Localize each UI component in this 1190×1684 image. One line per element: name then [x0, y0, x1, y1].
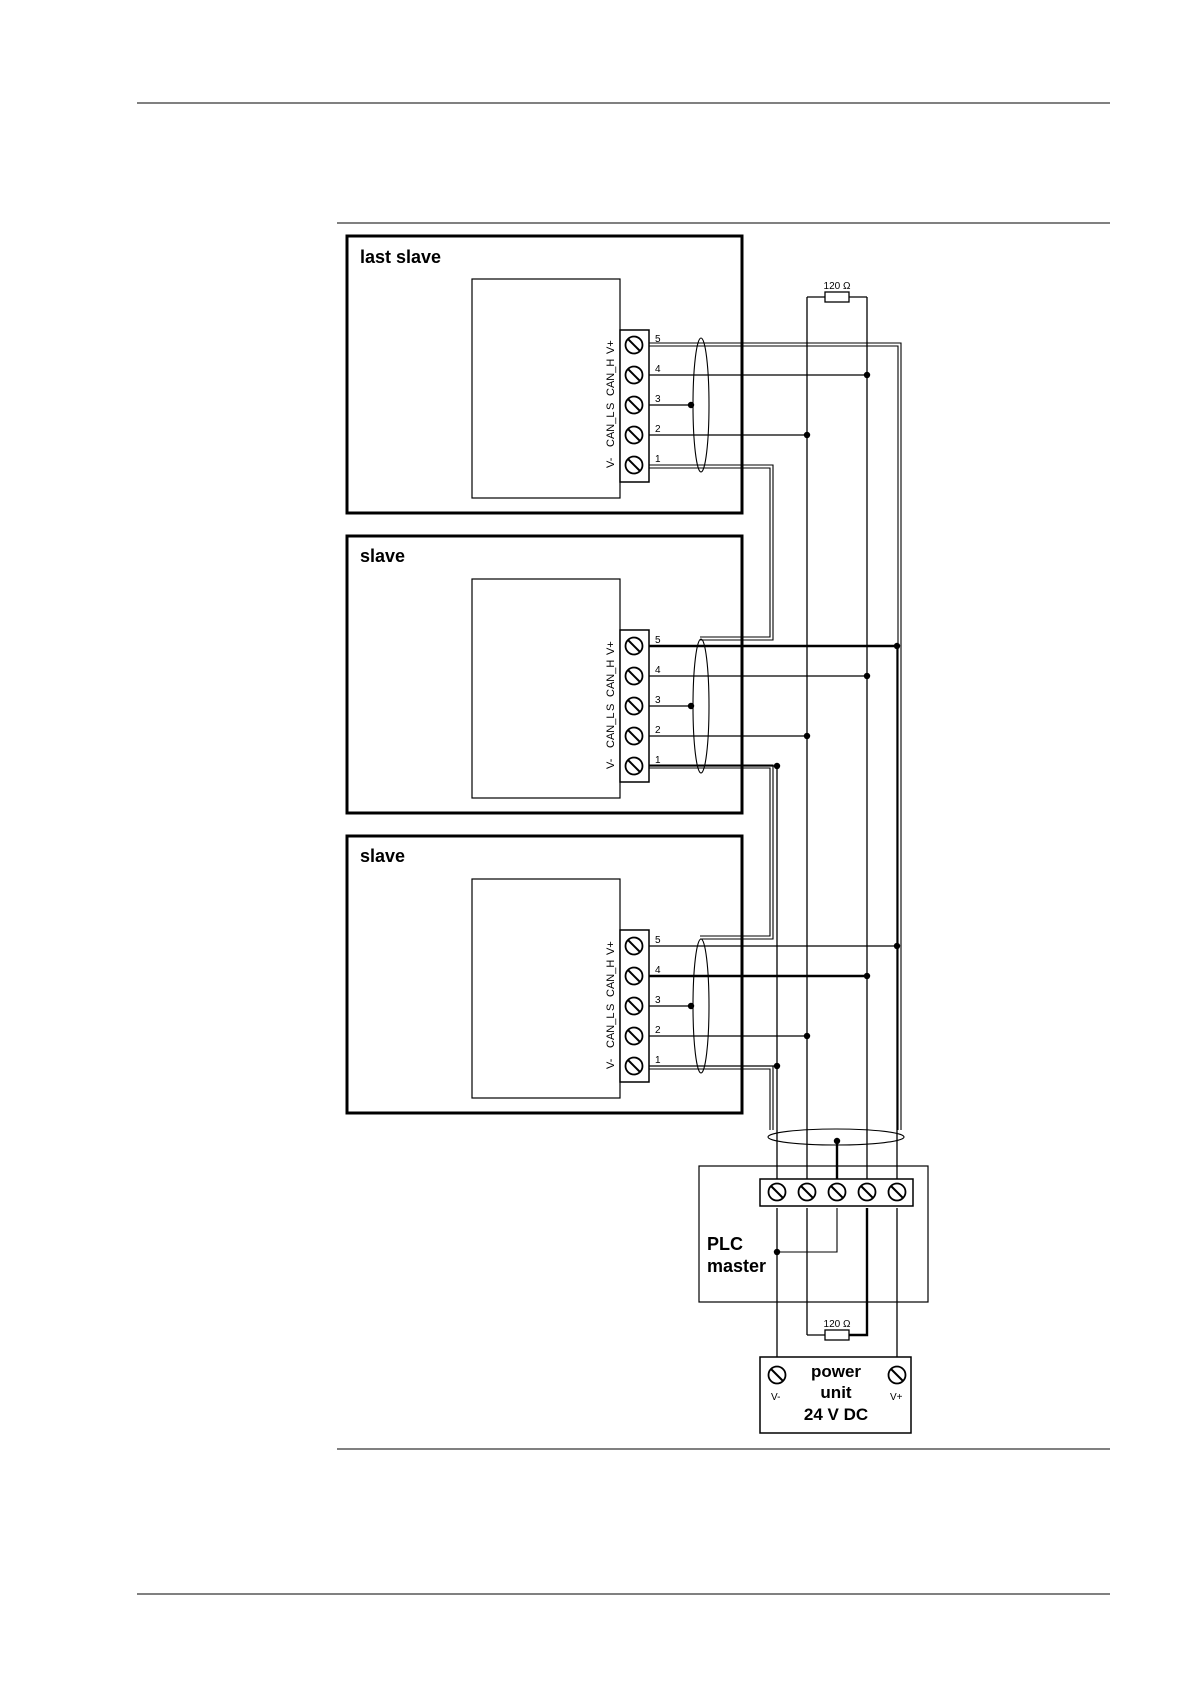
resistor-top	[825, 292, 849, 302]
device-slave-2: slave 5 4 3 2 1 V- CAN_L S CAN_H V+	[347, 836, 742, 1113]
power-label-line3: 24 V DC	[804, 1405, 868, 1424]
device-title: slave	[360, 846, 405, 866]
terminal-label: V+	[605, 340, 617, 354]
terminal-number: 4	[655, 364, 661, 375]
terminal-number: 2	[655, 424, 661, 435]
plc-label-line2: master	[707, 1256, 766, 1276]
terminal-label: V-	[605, 457, 617, 468]
bus-wires	[648, 292, 904, 1374]
terminal-number: 2	[655, 725, 661, 736]
terminal-number: 1	[655, 1055, 661, 1066]
plc-master: PLC master	[699, 1166, 928, 1302]
terminal-label: V+	[605, 941, 617, 955]
plc-label-line1: PLC	[707, 1234, 743, 1254]
power-vplus-label: V+	[890, 1392, 903, 1403]
power-label-line1: power	[811, 1362, 861, 1381]
terminal-label: V-	[605, 1058, 617, 1069]
terminal-number: 2	[655, 1025, 661, 1036]
terminal-label: S	[605, 403, 617, 410]
terminal-label: V+	[605, 641, 617, 655]
terminal-number: 5	[655, 935, 661, 946]
terminal-label: CAN_L	[605, 412, 617, 447]
terminal-number: 1	[655, 454, 661, 465]
power-label-line2: unit	[820, 1383, 851, 1402]
terminal-number: 3	[655, 394, 661, 405]
device-title: last slave	[360, 247, 441, 267]
cable-shield	[693, 639, 709, 773]
terminal-label: V-	[605, 758, 617, 769]
terminal-number: 4	[655, 665, 661, 676]
terminal-number: 3	[655, 695, 661, 706]
terminal-label: CAN_L	[605, 713, 617, 748]
terminal-label: CAN_H	[605, 660, 617, 697]
device-slave-1: slave 5 4 3 2 1 V- CAN_L S CAN_H V+	[347, 536, 742, 813]
cable-shield	[693, 939, 709, 1073]
cable-shield	[693, 338, 709, 472]
terminal-label: S	[605, 704, 617, 711]
resistor-bottom	[825, 1330, 849, 1340]
terminal-number: 3	[655, 995, 661, 1006]
power-vminus-label: V-	[771, 1392, 780, 1403]
terminal-number: 4	[655, 965, 661, 976]
terminal-label: S	[605, 1004, 617, 1011]
resistor-top-label: 120 Ω	[824, 281, 851, 292]
device-title: slave	[360, 546, 405, 566]
terminal-number: 5	[655, 334, 661, 345]
terminal-number: 5	[655, 635, 661, 646]
terminal-number: 1	[655, 755, 661, 766]
terminal-label: CAN_H	[605, 359, 617, 396]
power-unit: V- V+ power unit 24 V DC	[760, 1357, 911, 1433]
terminal-label: CAN_L	[605, 1013, 617, 1048]
resistor-bottom-label: 120 Ω	[824, 1319, 851, 1330]
terminal-label: CAN_H	[605, 960, 617, 997]
